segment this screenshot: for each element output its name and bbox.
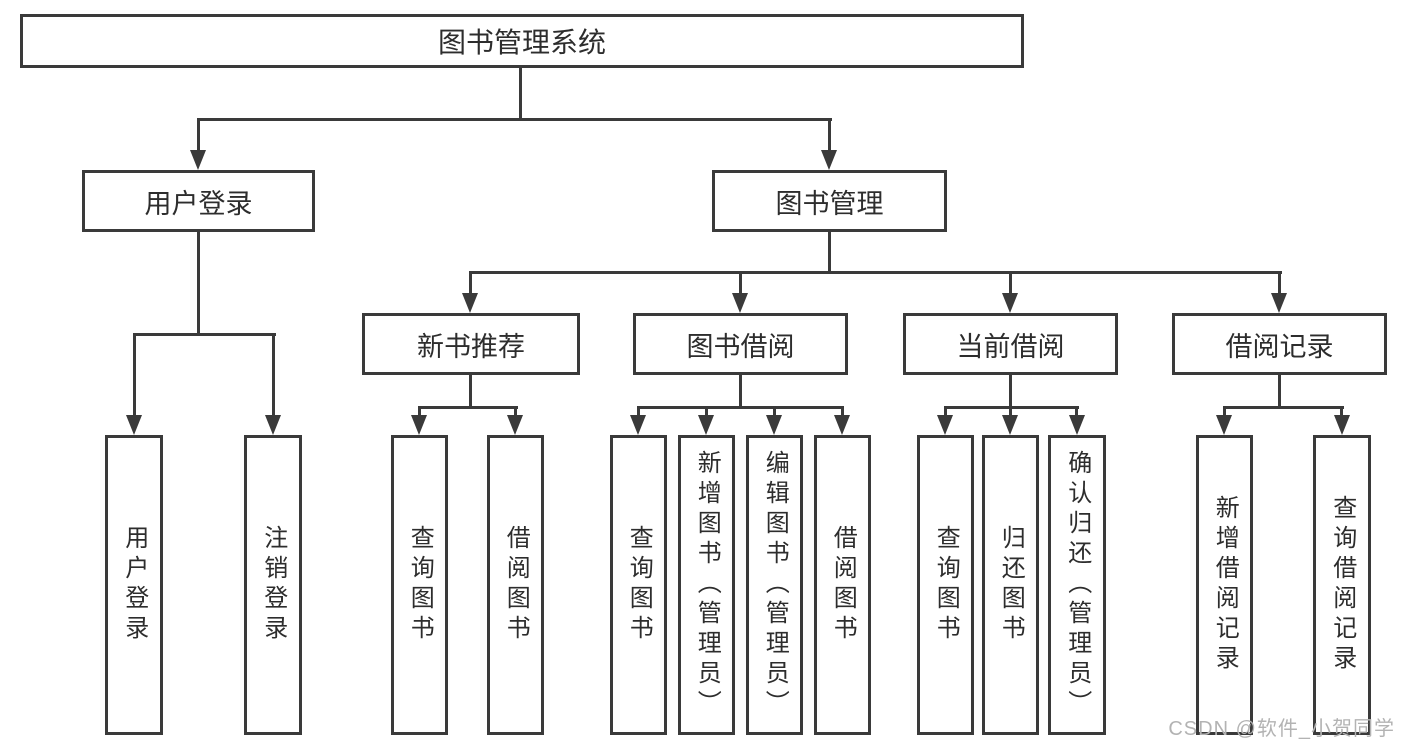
leaf-confirm-return-admin: 确认归还（管理员） [1048, 435, 1106, 735]
arrow-down-icon [1002, 415, 1018, 435]
connector-line [1278, 273, 1281, 293]
connector-line [272, 335, 275, 415]
node-label: 当前借阅 [956, 331, 1065, 362]
arrow-down-icon [630, 415, 646, 435]
connector-line [469, 273, 472, 293]
node-label: 借阅记录 [1225, 331, 1334, 362]
leaf-label: 查询借阅记录 [1328, 495, 1356, 675]
node-borrow-records: 借阅记录 [1172, 313, 1387, 375]
connector-line [418, 406, 518, 409]
arrow-down-icon [411, 415, 427, 435]
arrow-down-icon [1334, 415, 1350, 435]
arrow-down-icon [507, 415, 523, 435]
connector-line [197, 120, 200, 150]
connector-line [133, 333, 276, 336]
leaf-add-borrow-record: 新增借阅记录 [1196, 435, 1253, 735]
connector-line [514, 408, 517, 416]
arrow-down-icon [834, 415, 850, 435]
leaf-label: 查询图书 [932, 525, 960, 645]
connector-line [1009, 408, 1012, 416]
connector-line [1009, 373, 1012, 409]
leaf-user-login: 用户登录 [105, 435, 163, 735]
connector-line [418, 408, 421, 416]
connector-line [469, 271, 1282, 274]
node-label: 用户登录 [144, 188, 253, 219]
connector-line [773, 408, 776, 416]
leaf-query-book-borrow: 查询图书 [610, 435, 667, 735]
leaf-borrow-book: 借阅图书 [814, 435, 871, 735]
arrow-down-icon [732, 293, 748, 313]
connector-line [1009, 273, 1012, 293]
node-current-borrow: 当前借阅 [903, 313, 1118, 375]
connector-line [519, 67, 522, 118]
leaf-edit-book-admin: 编辑图书（管理员） [746, 435, 803, 735]
leaf-label: 借阅图书 [502, 525, 530, 645]
leaf-return-book: 归还图书 [982, 435, 1039, 735]
node-user-login: 用户登录 [82, 170, 315, 232]
arrow-down-icon [821, 150, 837, 170]
connector-line [197, 231, 200, 334]
leaf-query-book-current: 查询图书 [917, 435, 974, 735]
leaf-query-book-recommend: 查询图书 [391, 435, 448, 735]
connector-line [1340, 408, 1343, 416]
connector-line [637, 408, 640, 416]
connector-line [739, 273, 742, 293]
connector-line [1223, 406, 1344, 409]
node-label: 新书推荐 [417, 331, 525, 362]
node-label: 图书管理系统 [437, 27, 606, 58]
arrow-down-icon [190, 150, 206, 170]
connector-line [637, 406, 844, 409]
leaf-label: 新增图书（管理员） [693, 450, 721, 720]
leaf-label: 借阅图书 [829, 525, 857, 645]
arrow-down-icon [265, 415, 281, 435]
leaf-label: 新增借阅记录 [1211, 495, 1239, 675]
arrow-down-icon [937, 415, 953, 435]
node-book-borrow: 图书借阅 [633, 313, 848, 375]
connector-line [133, 335, 136, 415]
arrow-down-icon [126, 415, 142, 435]
csdn-watermark: CSDN @软件_小贺同学 [1168, 718, 1395, 740]
leaf-label: 归还图书 [997, 525, 1025, 645]
arrow-down-icon [462, 293, 478, 313]
leaf-label: 查询图书 [406, 525, 434, 645]
arrow-down-icon [1002, 293, 1018, 313]
node-library-management-system: 图书管理系统 [20, 14, 1024, 68]
connector-line [828, 231, 831, 273]
leaf-label: 确认归还（管理员） [1063, 450, 1091, 720]
node-book-management: 图书管理 [712, 170, 947, 232]
connector-line [944, 408, 947, 416]
node-new-book-recommend: 新书推荐 [362, 313, 580, 375]
arrow-down-icon [1216, 415, 1232, 435]
connector-line [828, 120, 831, 150]
arrow-down-icon [698, 415, 714, 435]
arrow-down-icon [1271, 293, 1287, 313]
leaf-label: 编辑图书（管理员） [761, 450, 789, 720]
leaf-logout-login: 注销登录 [244, 435, 302, 735]
connector-line [197, 118, 832, 121]
connector-line [705, 408, 708, 416]
leaf-query-borrow-record: 查询借阅记录 [1313, 435, 1371, 735]
connector-line [841, 408, 844, 416]
connector-line [1075, 408, 1078, 416]
connector-line [1223, 408, 1226, 416]
leaf-add-book-admin: 新增图书（管理员） [678, 435, 735, 735]
leaf-label: 用户登录 [120, 525, 148, 645]
connector-line [944, 406, 1079, 409]
connector-line [739, 373, 742, 409]
leaf-label: 注销登录 [259, 525, 287, 645]
node-label: 图书管理 [775, 188, 884, 219]
arrow-down-icon [1069, 415, 1085, 435]
connector-line [469, 373, 472, 409]
leaf-borrow-book-recommend: 借阅图书 [487, 435, 544, 735]
node-label: 图书借阅 [686, 331, 795, 362]
connector-line [1278, 373, 1281, 409]
leaf-label: 查询图书 [625, 525, 653, 645]
arrow-down-icon [766, 415, 782, 435]
